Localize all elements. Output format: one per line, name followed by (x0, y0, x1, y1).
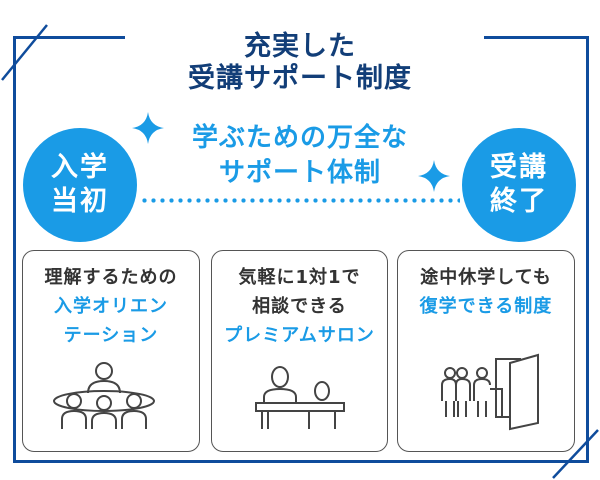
card-text: 相談できる (252, 296, 347, 317)
frame-top-left (13, 36, 125, 39)
consultation-icon (255, 366, 345, 429)
card-premium-salon: 気軽に1対1で 相談できる プレミアムサロン (211, 250, 388, 452)
frame-left (13, 36, 16, 463)
timeline-end-line-2: 終了 (490, 186, 548, 217)
timeline-start-line-2: 当初 (51, 186, 109, 217)
frame-right (586, 36, 589, 463)
card-text: 気軽に1対1で (238, 267, 361, 288)
timeline-start-line-1: 入学 (51, 152, 109, 183)
timeline-start-badge: 入学 当初 (23, 128, 137, 242)
card-orientation: 理解するための 入学オリエン テーション (22, 250, 200, 452)
card-highlight: 入学オリエン (54, 296, 168, 317)
card-text: 理解するための (44, 267, 178, 288)
timeline-end-line-1: 受講 (490, 152, 548, 183)
card-text: 途中休学しても (420, 267, 552, 288)
timeline-dotted-line (140, 198, 460, 203)
title-line-2: 受講サポート制度 (188, 63, 412, 94)
frame-top-right (484, 36, 589, 39)
subtitle-line-2: サポート体制 (218, 158, 381, 188)
sparkle-icon (132, 112, 164, 144)
timeline-end-badge: 受講 終了 (462, 128, 576, 242)
subtitle-line-1: 学ぶための万全な (191, 123, 408, 153)
title-line-1: 充実した (244, 31, 356, 62)
return-door-icon (441, 353, 539, 431)
card-highlight: プレミアムサロン (224, 325, 375, 346)
frame-bottom (13, 460, 589, 463)
group-meeting-icon (53, 362, 155, 429)
card-readmission: 途中休学しても 復学できる制度 (397, 250, 575, 452)
card-highlight: 復学できる制度 (419, 296, 553, 317)
sparkle-icon (418, 160, 450, 192)
card-highlight: テーション (63, 325, 159, 346)
